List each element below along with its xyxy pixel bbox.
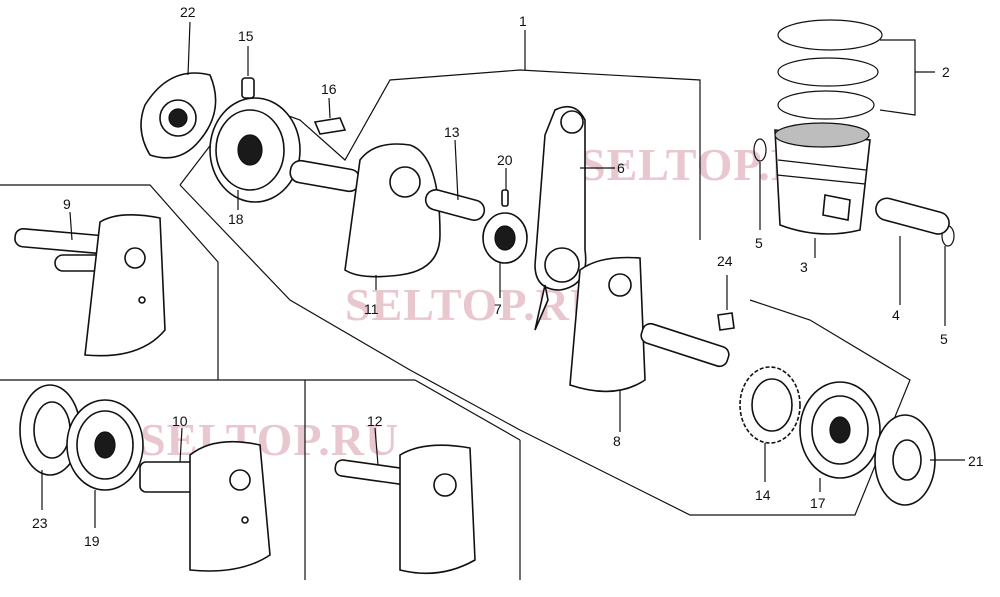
part-9-crankshaft xyxy=(14,211,166,357)
callout-15: 15 xyxy=(238,28,254,44)
callout-19: 19 xyxy=(84,533,100,549)
callout-23: 23 xyxy=(32,515,48,531)
part-8-crankshaft xyxy=(569,256,730,432)
callout-17: 17 xyxy=(810,495,826,511)
part-17-bearing xyxy=(799,381,881,492)
section-boundaries xyxy=(0,184,521,580)
callout-10: 10 xyxy=(172,413,188,429)
callout-9: 9 xyxy=(63,196,71,212)
part-11-crankshaft xyxy=(289,143,486,290)
part-10-crankshaft-with-gear xyxy=(139,427,271,572)
part-6-connecting-rod xyxy=(534,105,615,331)
callout-1: 1 xyxy=(519,13,527,29)
callout-4: 4 xyxy=(892,307,900,323)
part-2-piston-rings xyxy=(777,19,935,120)
callout-3: 3 xyxy=(800,259,808,275)
callout-13: 13 xyxy=(444,124,460,140)
callout-21: 21 xyxy=(968,453,984,469)
callout-6: 6 xyxy=(617,160,625,176)
part-5-clip-left xyxy=(753,138,767,230)
part-16-key xyxy=(313,97,347,135)
part-18-bearing xyxy=(209,97,301,210)
callout-22: 22 xyxy=(180,4,196,20)
part-20-small-pin xyxy=(501,168,509,207)
callout-2: 2 xyxy=(942,64,950,80)
part-4-piston-pin xyxy=(875,197,950,305)
part-5-clip-right xyxy=(941,225,955,326)
part-21-oil-seal xyxy=(874,414,965,506)
part-3-piston xyxy=(774,122,871,258)
callout-20: 20 xyxy=(497,152,513,168)
callout-14: 14 xyxy=(755,487,771,503)
callout-11: 11 xyxy=(364,301,379,317)
callout-5-left: 5 xyxy=(755,235,763,251)
callout-24: 24 xyxy=(717,253,733,269)
callout-16: 16 xyxy=(321,81,337,97)
part-12-crankshaft xyxy=(334,427,476,575)
part-7-needle-bearing xyxy=(482,212,528,298)
part-24-key xyxy=(717,275,735,331)
part-23-seal xyxy=(19,384,81,510)
callout-8: 8 xyxy=(613,433,621,449)
callout-7: 7 xyxy=(494,301,502,317)
part-15-pin xyxy=(241,46,255,99)
part-19-bearing xyxy=(66,399,144,528)
leader-13 xyxy=(454,139,459,201)
callout-5-right: 5 xyxy=(940,331,948,347)
part-22-seal-cover xyxy=(140,21,217,159)
callout-labels: 1 2 3 4 5 5 6 7 8 9 10 11 12 13 14 15 16… xyxy=(32,4,984,549)
callout-12: 12 xyxy=(367,413,383,429)
callout-18: 18 xyxy=(228,211,244,227)
watermark-bottom: SELTOP.RU xyxy=(140,414,399,465)
part-14-gear xyxy=(739,366,801,482)
